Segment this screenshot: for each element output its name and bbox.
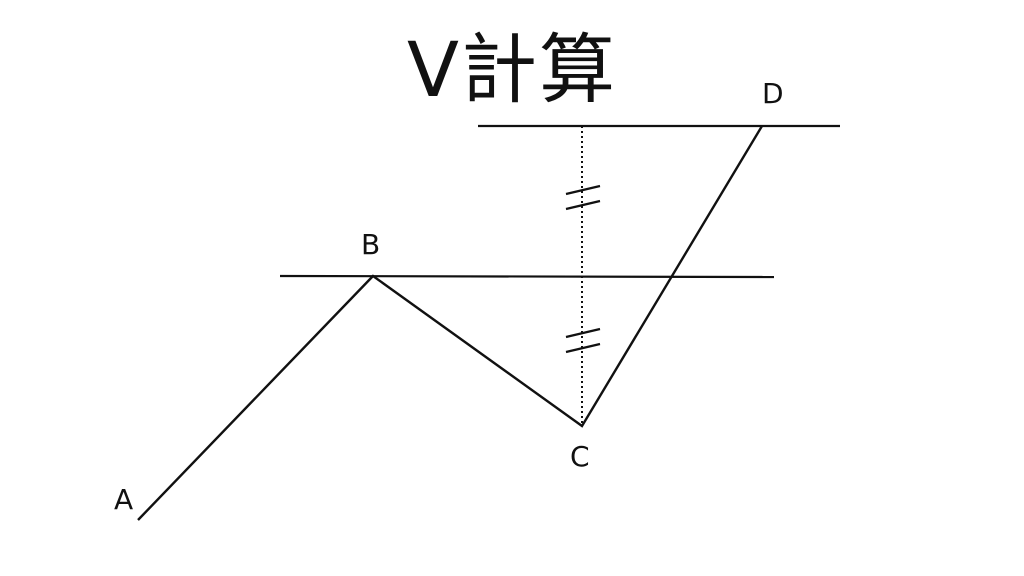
equal-tick-marks-upper bbox=[565, 184, 601, 211]
lower-horizontal-line bbox=[279, 274, 775, 279]
page-title: V計算 bbox=[407, 25, 617, 114]
point-label-c: C bbox=[570, 440, 590, 473]
equal-tick-marks-lower bbox=[565, 327, 601, 354]
point-label-d: D bbox=[762, 77, 784, 110]
point-label-b: B bbox=[361, 228, 380, 261]
point-label-a: A bbox=[114, 483, 133, 516]
price-path-line bbox=[137, 125, 764, 521]
